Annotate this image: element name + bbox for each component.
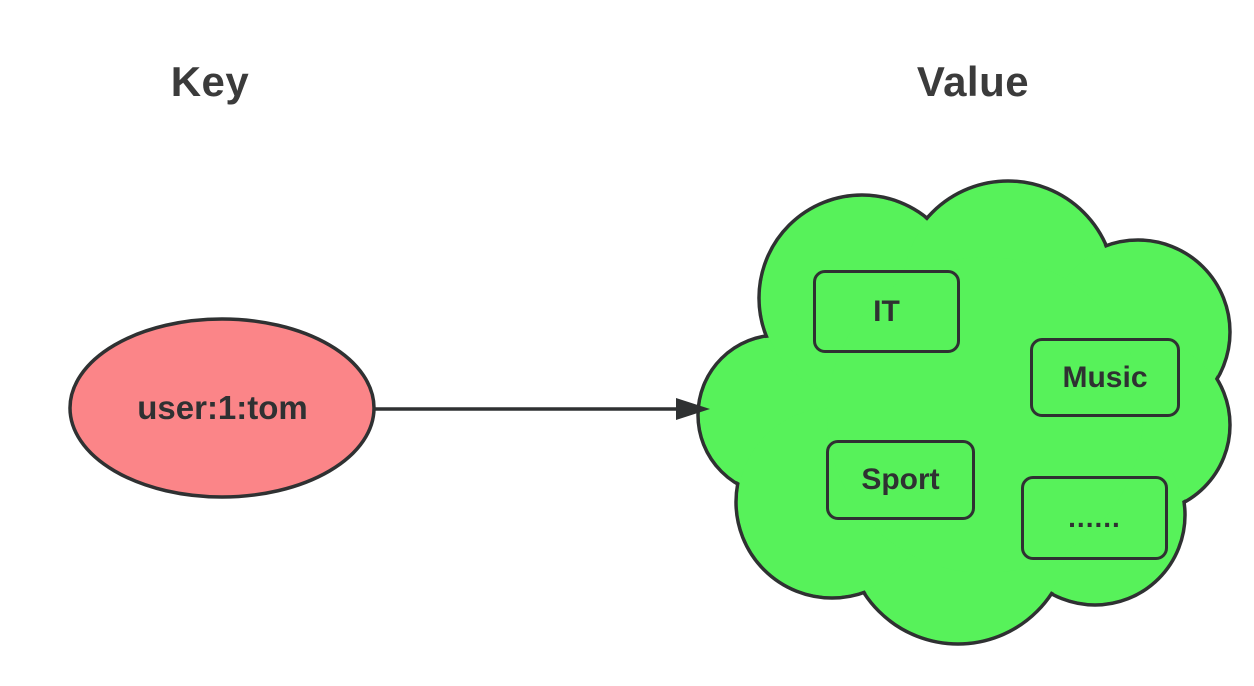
key-heading: Key [170, 58, 250, 105]
key-node-label: user:1:tom [137, 389, 308, 426]
arrow-head-icon [676, 398, 710, 420]
value-item-music: Music [1030, 338, 1180, 417]
value-item-ellipsis: ...... [1021, 476, 1168, 560]
key-ellipse [68, 317, 376, 499]
value-item-sport: Sport [826, 440, 975, 520]
value-heading: Value [916, 58, 1030, 105]
arrow-connector [375, 398, 710, 420]
value-item-it: IT [813, 270, 960, 353]
